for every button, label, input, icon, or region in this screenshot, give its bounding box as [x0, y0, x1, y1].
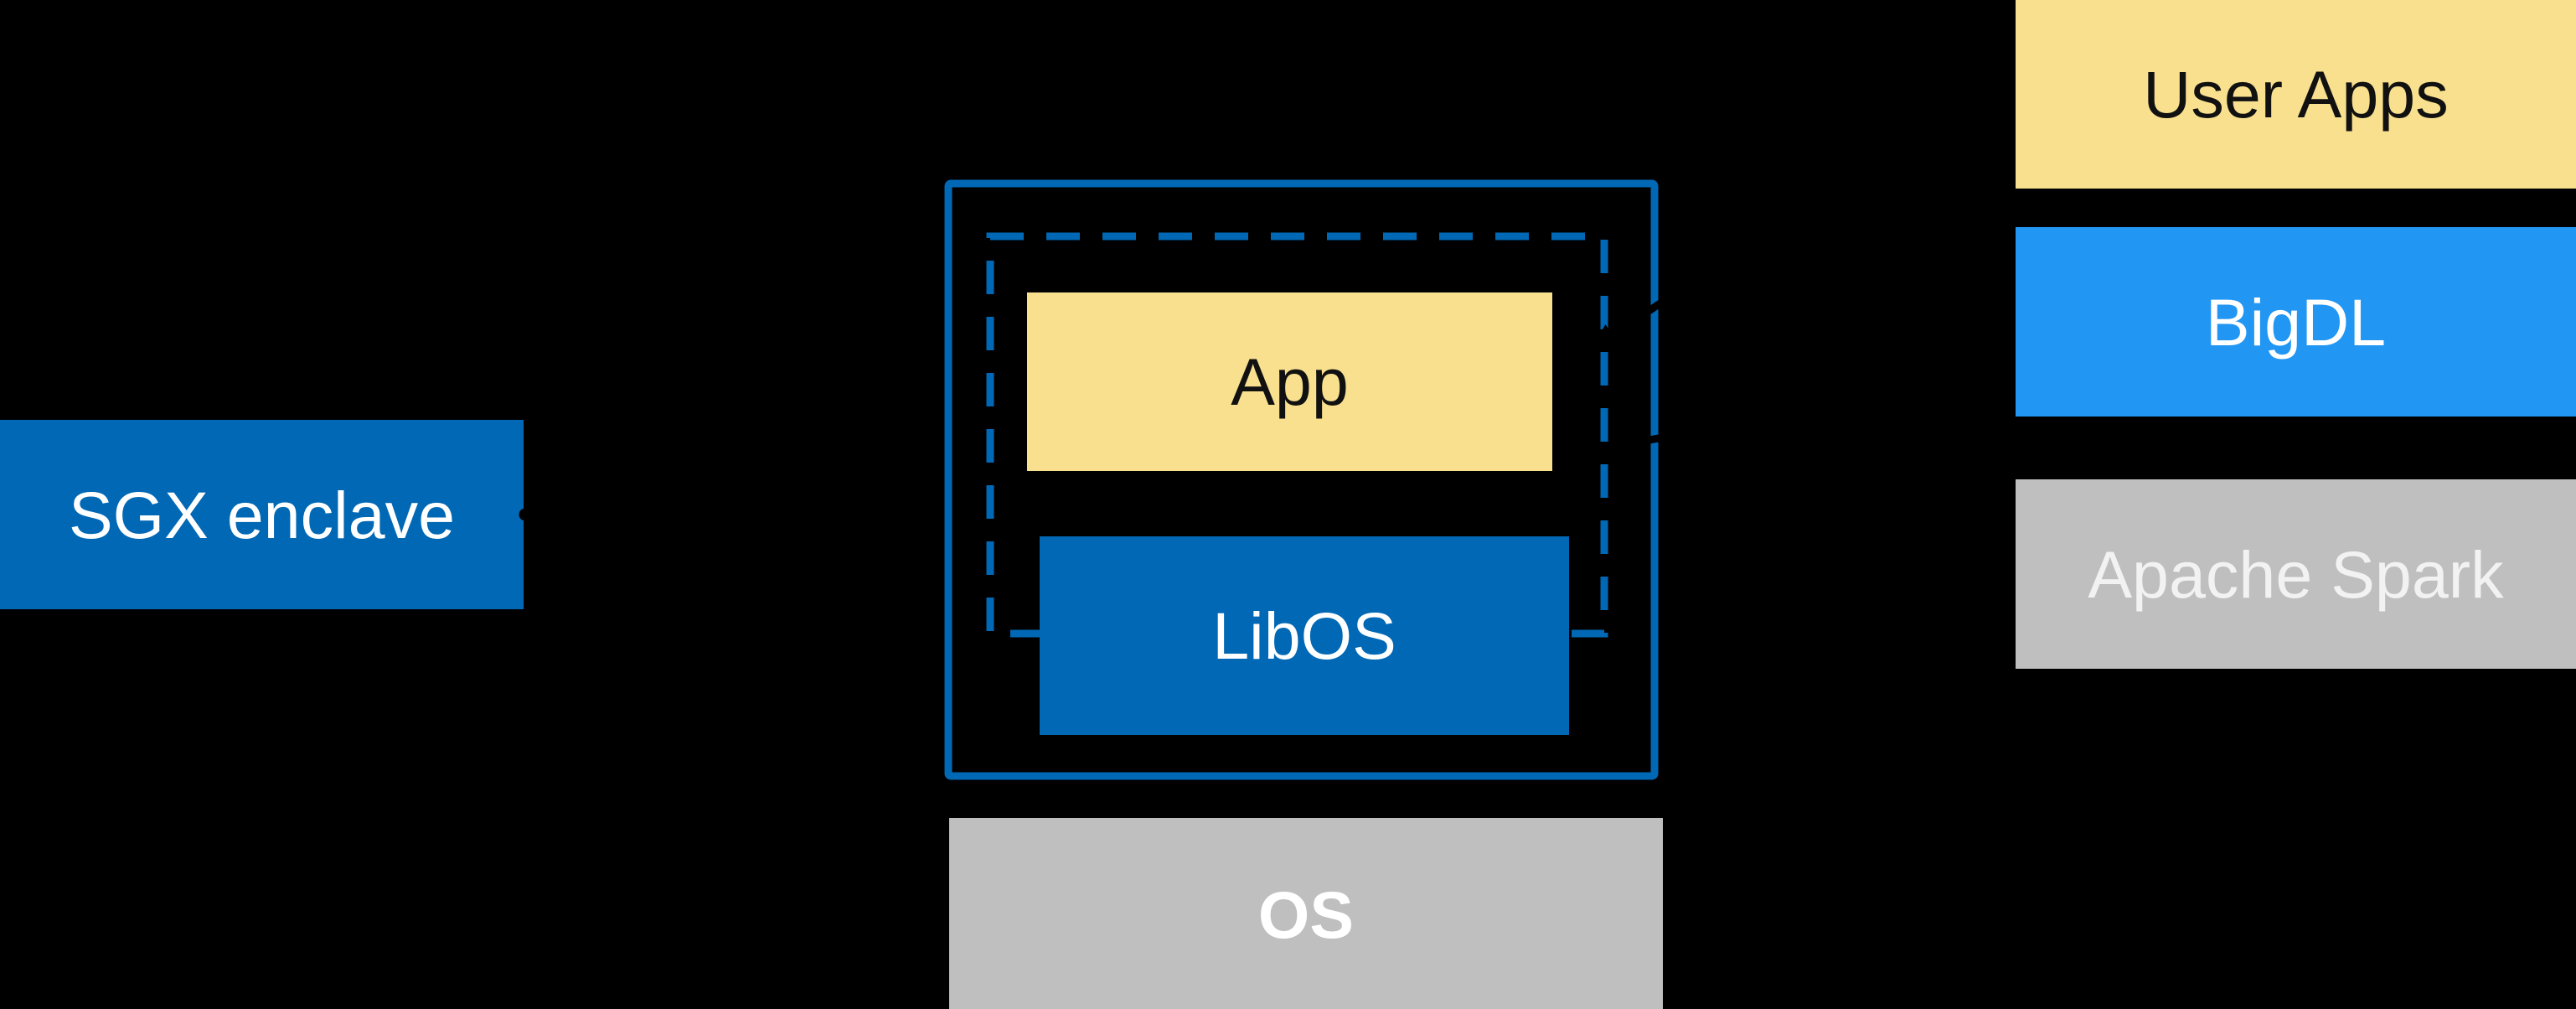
- apache-spark-box: Apache Spark: [2016, 479, 2576, 669]
- os-box: OS: [949, 818, 1663, 1009]
- bigdl-box: BigDL: [2016, 227, 2576, 417]
- apache-spark-label: Apache Spark: [2088, 536, 2504, 612]
- libos-label: LibOS: [1212, 598, 1396, 673]
- app-box: App: [1027, 292, 1552, 471]
- bigdl-label: BigDL: [2205, 284, 2387, 360]
- sgx-enclave-box: SGX enclave: [0, 420, 524, 609]
- user-apps-box: User Apps: [2016, 0, 2576, 189]
- sgx-enclave-label: SGX enclave: [68, 477, 456, 552]
- annotation-arrow-to-dashed-boundary: [1591, 256, 1728, 351]
- user-apps-label: User Apps: [2143, 57, 2449, 132]
- app-label: App: [1231, 344, 1349, 419]
- libos-box: LibOS: [1040, 536, 1569, 735]
- annotation-arrow-to-app-box: [1553, 419, 1739, 466]
- os-label: OS: [1257, 877, 1355, 952]
